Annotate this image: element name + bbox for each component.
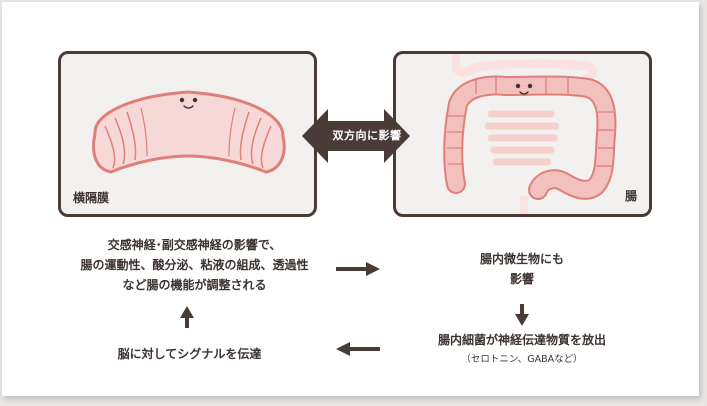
intestine-panel: 腸 — [393, 51, 652, 217]
arrow-down-icon — [515, 304, 529, 326]
double-arrow-icon — [302, 109, 410, 163]
release-note: （セロトニン、GABAなど） — [461, 354, 583, 365]
diaphragm-label: 横隔膜 — [73, 191, 110, 205]
effects-line-3: など腸の機能が調整される — [122, 278, 267, 292]
microbe-line-2: 影響 — [509, 272, 534, 286]
diagram-card: 横隔膜 — [2, 2, 699, 396]
intestine-label: 腸 — [624, 189, 637, 203]
arrow-up-icon — [180, 306, 194, 328]
signal-text: 脳に対してシグナルを伝達 — [117, 347, 262, 361]
diaphragm-icon — [92, 90, 286, 174]
microbe-line-1: 腸内微生物にも — [479, 252, 564, 266]
arrow-left-icon — [336, 342, 380, 356]
effects-line-2: 腸の運動性、酸分泌、粘液の組成、透過性 — [80, 258, 309, 272]
effects-line-1: 交感神経･副交感神経の影響で、 — [107, 238, 282, 252]
release-text: 腸内細菌が神経伝達物質を放出 — [437, 333, 606, 347]
effects-text: 交感神経･副交感神経の影響で、 腸の運動性、酸分泌、粘液の組成、透過性 など腸の… — [72, 235, 317, 295]
intestine-icon — [443, 54, 617, 214]
diaphragm-panel: 横隔膜 — [58, 51, 317, 217]
microbe-text: 腸内微生物にも 影響 — [442, 249, 602, 289]
bidirectional-label: 双方向に影響 — [332, 129, 402, 142]
arrow-right-icon — [336, 262, 380, 276]
